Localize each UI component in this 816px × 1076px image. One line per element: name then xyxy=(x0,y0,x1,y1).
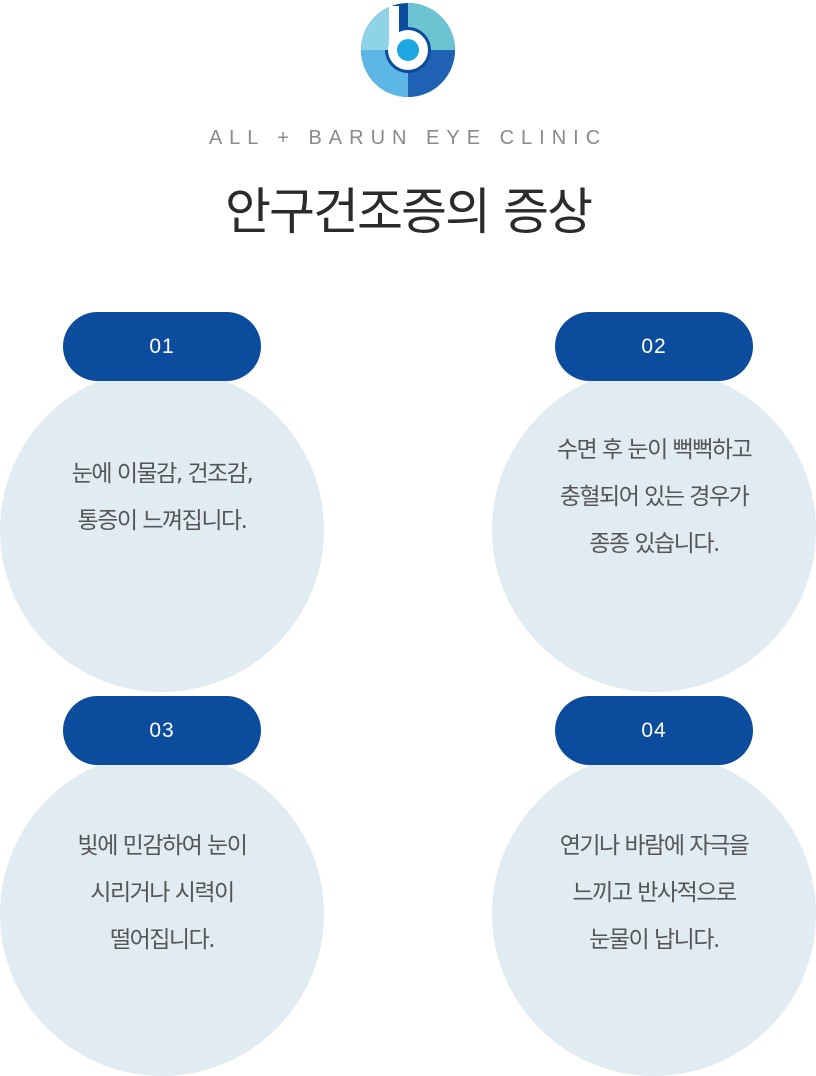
symptom-card-04: 04 연기나 바람에 자극을 느끼고 반사적으로 눈물이 납니다. xyxy=(492,696,816,1076)
symptom-line: 연기나 바람에 자극을 xyxy=(559,833,750,859)
symptom-line: 느끼고 반사적으로 xyxy=(572,880,737,906)
symptom-circle xyxy=(492,752,816,1076)
clinic-name: ALL + BARUN EYE CLINIC xyxy=(208,127,608,149)
symptom-description: 연기나 바람에 자극을 느끼고 반사적으로 눈물이 납니다. xyxy=(492,823,816,964)
symptom-card-02: 02 수면 후 눈이 뻑뻑하고 충혈되어 있는 경우가 종종 있습니다. xyxy=(492,312,816,692)
symptom-number-badge: 02 xyxy=(555,312,753,381)
symptom-line: 눈에 이물감, 건조감, xyxy=(71,461,254,487)
symptom-circle xyxy=(492,368,816,692)
symptom-line: 통증이 느껴집니다. xyxy=(77,508,248,534)
symptom-description: 빛에 민감하여 눈이 시리거나 시력이 떨어집니다. xyxy=(0,823,324,964)
symptom-line: 빛에 민감하여 눈이 xyxy=(77,833,248,859)
symptom-line: 눈물이 납니다. xyxy=(589,927,720,953)
symptom-circle xyxy=(0,368,324,692)
symptom-number-badge: 04 xyxy=(555,696,753,765)
symptom-line: 충혈되어 있는 경우가 xyxy=(559,484,750,510)
symptom-description: 수면 후 눈이 뻑뻑하고 충혈되어 있는 경우가 종종 있습니다. xyxy=(492,427,816,568)
symptom-line: 종종 있습니다. xyxy=(589,531,720,557)
symptom-number-badge: 03 xyxy=(63,696,261,765)
symptom-description: 눈에 이물감, 건조감, 통증이 느껴집니다. xyxy=(0,451,324,545)
symptom-card-03: 03 빛에 민감하여 눈이 시리거나 시력이 떨어집니다. xyxy=(0,696,324,1076)
page-title: 안구건조증의 증상 xyxy=(225,183,593,241)
symptom-line: 수면 후 눈이 뻑뻑하고 xyxy=(556,437,753,463)
symptom-line: 떨어집니다. xyxy=(109,927,216,953)
symptom-number-badge: 01 xyxy=(63,312,261,381)
symptom-circle xyxy=(0,752,324,1076)
symptom-line: 시리거나 시력이 xyxy=(90,880,235,906)
clinic-logo-icon xyxy=(359,2,457,98)
symptom-card-01: 01 눈에 이물감, 건조감, 통증이 느껴집니다. xyxy=(0,312,324,692)
